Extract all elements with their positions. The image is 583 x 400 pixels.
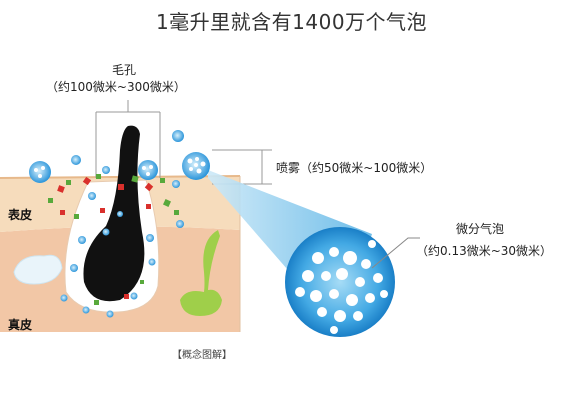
dermis-label: 真皮 [8,318,33,332]
pore-measure-bracket [95,100,161,178]
hair-shaft-icon [83,125,145,302]
page-title: 1毫升里就含有1400万个气泡 [155,10,428,34]
micro-bubble-size-label: （约0.13微米~30微米） [416,244,553,258]
micro-bubble-dots [295,240,388,334]
micro-bubble-label: 微分气泡 [456,222,505,236]
pore-size-label: （约100微米~300微米） [46,80,186,94]
spray-label: 喷雾（约50微米~100微米） [276,161,433,175]
epidermis-label: 表皮 [8,208,33,222]
skin-flora [48,174,179,305]
pore-label: 毛孔 [112,63,137,77]
micro-bubble-leader [371,237,420,269]
sweat-gland-icon [180,230,222,316]
micro-bubble-magnified [285,227,395,337]
tissue-blob [13,254,63,285]
air-bubbles [29,130,184,318]
diagram-caption: 【概念图解】 [172,350,232,361]
